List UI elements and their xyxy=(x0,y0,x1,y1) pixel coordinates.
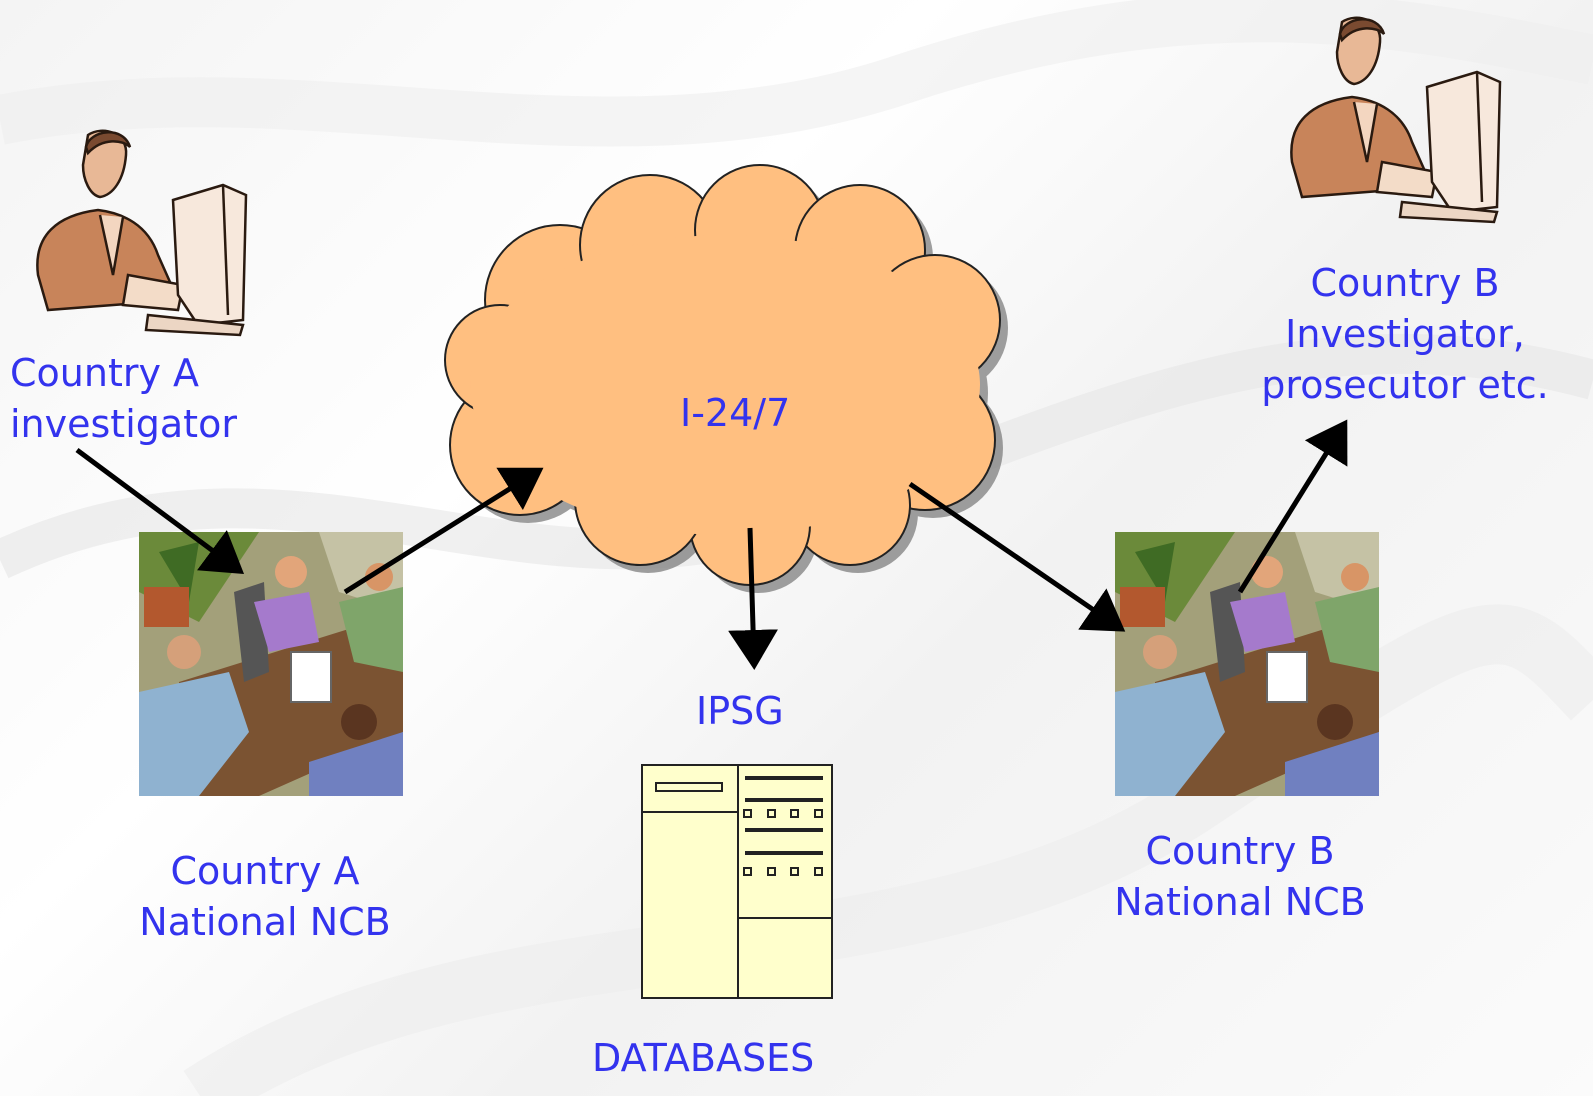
arrow-investigator-a-to-ncb-a xyxy=(75,447,245,574)
databases-label: DATABASES xyxy=(592,1036,815,1080)
ipsg-label: IPSG xyxy=(696,689,784,733)
country-a-investigator-label: Country A investigator xyxy=(10,351,237,446)
arrow-cloud-to-ncb-b xyxy=(908,481,1126,632)
country-b-ncb-label: Country B National NCB xyxy=(1114,829,1366,924)
country-a-ncb-label: Country A National NCB xyxy=(139,849,391,944)
arrow-ncb-a-to-cloud xyxy=(343,467,544,595)
arrow-ncb-b-to-investigator-b xyxy=(1237,419,1348,594)
arrow-cloud-to-ipsg xyxy=(728,527,779,670)
cloud-label: I-24/7 xyxy=(680,391,791,435)
country-b-investigator-label: Country B Investigator, prosecutor etc. xyxy=(1261,261,1549,407)
